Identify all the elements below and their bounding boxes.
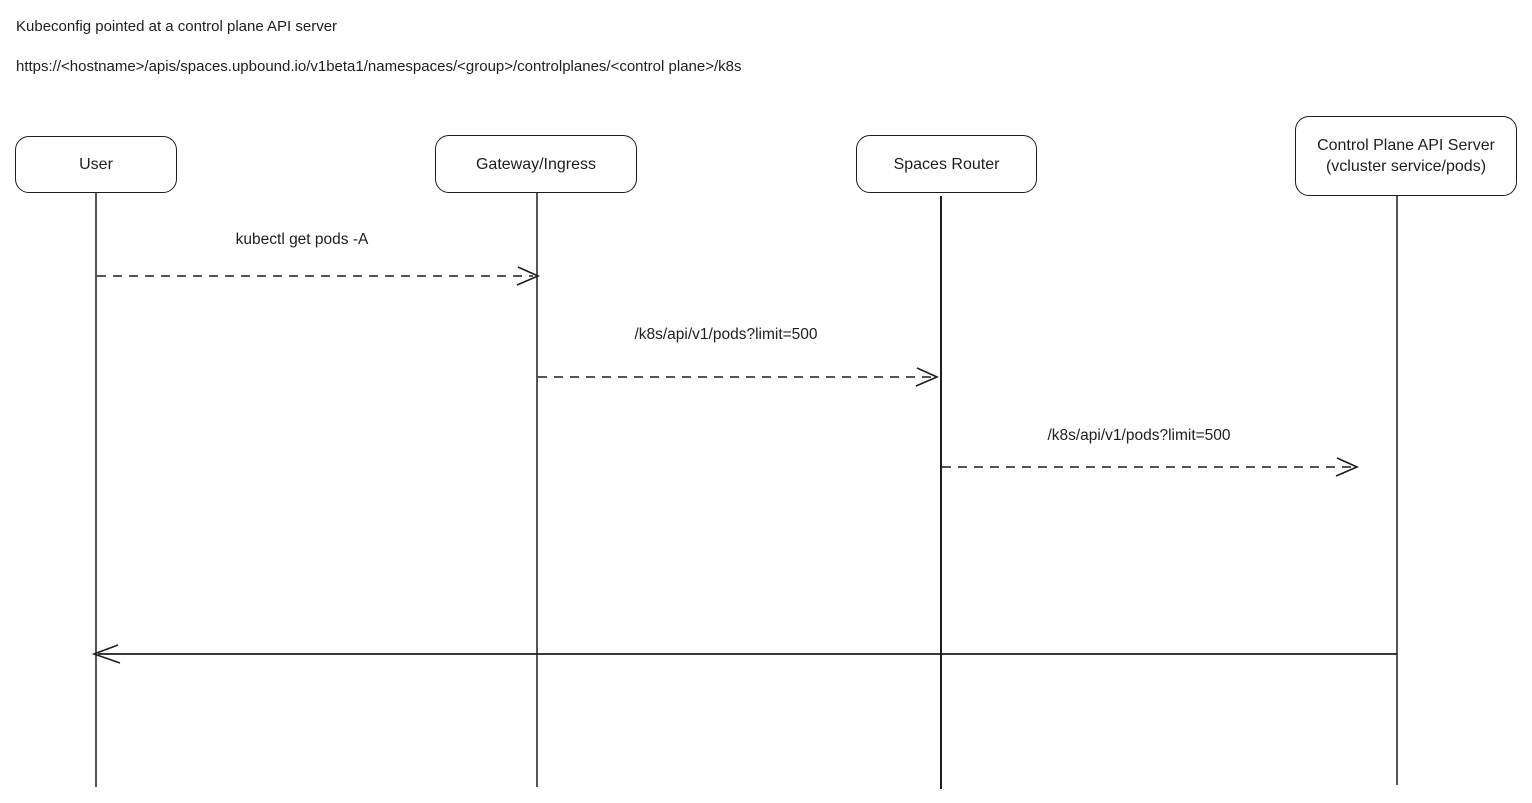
message-arrow-user-to-gateway bbox=[97, 266, 540, 286]
actor-label: Gateway/Ingress bbox=[475, 155, 597, 173]
diagram-title: Kubeconfig pointed at a control plane AP… bbox=[16, 18, 338, 35]
message-label-k8s-api-pods-1: /k8s/api/v1/pods?limit=500 bbox=[634, 326, 818, 343]
arrowhead-left-icon bbox=[91, 644, 121, 664]
arrowhead-right-icon bbox=[915, 367, 939, 387]
actor-box-user: User bbox=[15, 136, 177, 193]
actor-box-spaces-router: Spaces Router bbox=[856, 135, 1037, 193]
message-arrow-control-plane-to-user bbox=[91, 644, 1397, 664]
message-label-k8s-api-pods-2: /k8s/api/v1/pods?limit=500 bbox=[1047, 427, 1231, 444]
actor-box-gateway-ingress: Gateway/Ingress bbox=[435, 135, 637, 193]
actor-box-control-plane-api-server: Control Plane API Server (vcluster servi… bbox=[1295, 116, 1517, 196]
actor-sublabel: (vcluster service/pods) bbox=[1325, 158, 1487, 175]
message-label-kubectl-get-pods: kubectl get pods -A bbox=[235, 231, 369, 248]
message-arrow-spaces-router-to-control-plane bbox=[942, 457, 1359, 477]
arrowhead-right-icon bbox=[516, 266, 540, 286]
kubeconfig-url-text: https://<hostname>/apis/spaces.upbound.i… bbox=[16, 58, 742, 75]
actor-label: Control Plane API Server bbox=[1317, 137, 1495, 154]
actor-label: User bbox=[79, 156, 113, 173]
message-arrow-gateway-to-spaces-router bbox=[538, 367, 939, 387]
arrowhead-right-icon bbox=[1335, 457, 1359, 477]
actor-label: Spaces Router bbox=[893, 155, 1000, 173]
